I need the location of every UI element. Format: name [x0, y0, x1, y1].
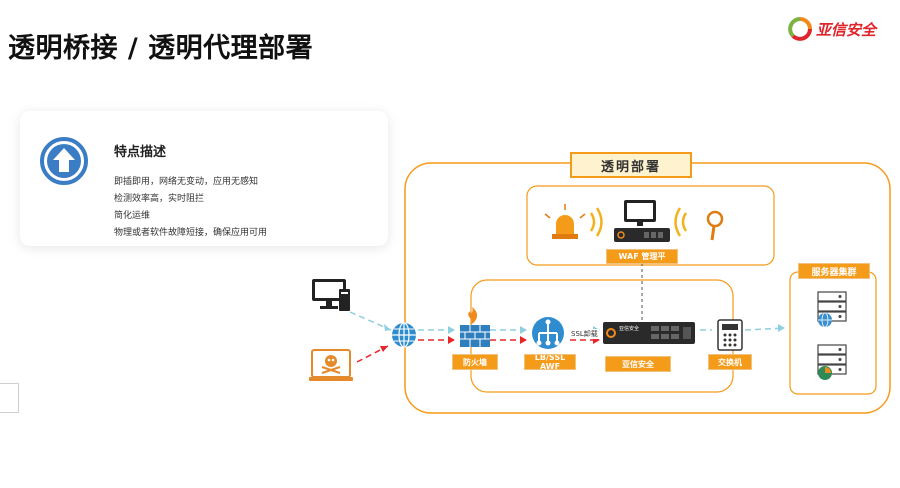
server-cluster-label: 服务器集群 [798, 263, 870, 279]
ssl-offload-label: SSL卸载 [570, 329, 599, 339]
waf-appliance-icon [603, 322, 695, 344]
monitor-icon [624, 200, 656, 226]
feature-item: 物理或者软件故障短接，确保应用可用 [114, 228, 268, 238]
feature-item: 简化运维 [114, 211, 151, 221]
server-icon [817, 291, 847, 328]
lb-ssl-label-text: LB/SSL [534, 354, 566, 362]
lb-ssl-label: LB/SSL AWF [524, 354, 576, 370]
brand-logo-icon [788, 17, 812, 41]
computer-icon [312, 279, 350, 311]
firewall-icon [460, 307, 490, 347]
hacker-icon [309, 349, 353, 381]
waf-management-frame [526, 185, 775, 266]
section-title: 透明部署 [570, 152, 692, 178]
feature-item: 即插即用，网络无变动，应用无感知 [114, 177, 259, 187]
management-appliance-icon [614, 228, 670, 242]
asiainfo-waf-label: 亚信安全 [605, 356, 671, 372]
magnifier-icon [706, 210, 724, 241]
feature-title: 特点描述 [114, 145, 167, 160]
server-icon [817, 344, 847, 380]
switch-icon [717, 319, 743, 351]
page-title: 透明桥接 / 透明代理部署 [8, 33, 314, 64]
signal-wave-icon [589, 207, 688, 237]
brand-name: 亚信安全 [816, 20, 877, 39]
lb-ssl-sub-label: AWF [539, 362, 561, 370]
feature-card [20, 111, 388, 246]
brand-logo: 亚信安全 [788, 14, 888, 44]
device-brand-label: 亚信安全 [619, 326, 640, 332]
alarm-light-icon [544, 204, 586, 239]
server-cluster-frame [789, 271, 877, 395]
load-balancer-icon [532, 317, 564, 349]
waf-management-label: WAF 管理平 [606, 249, 678, 264]
feature-item: 检测效率高，实时阻拦 [114, 194, 205, 204]
switch-label: 交换机 [708, 354, 752, 370]
upgrade-arrow-icon [40, 137, 88, 185]
firewall-label: 防火墙 [452, 354, 498, 370]
side-tab [0, 383, 19, 413]
globe-icon [392, 322, 416, 348]
